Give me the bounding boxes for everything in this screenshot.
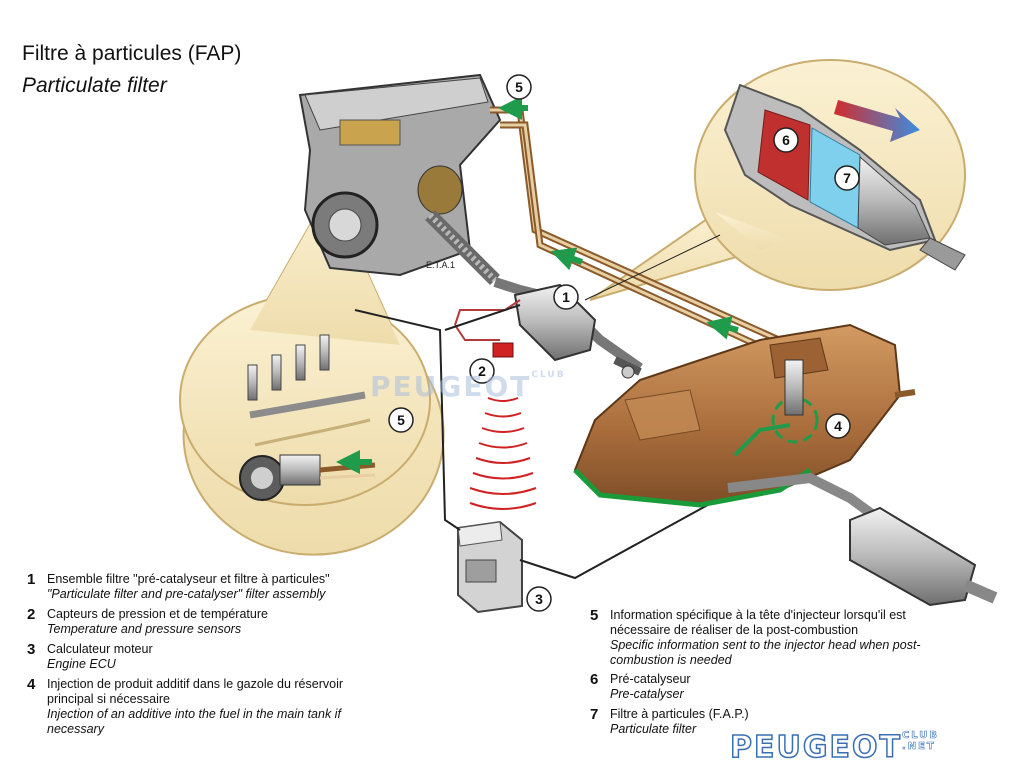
legend-text-fr: Filtre à particules (F.A.P.): [610, 707, 749, 721]
legend-item-1: 1 Ensemble filtre "pré-catalyseur et fil…: [27, 572, 407, 602]
legend-item-5: 5 Information spécifique à la tête d'inj…: [590, 608, 960, 668]
silencer-icon: [727, 472, 998, 607]
injector-detail-bubble: [179, 187, 445, 556]
watermark-club-net: CLUB.NET: [901, 730, 940, 753]
signal-waves-icon: [469, 397, 537, 510]
sensor-icon: [492, 342, 514, 358]
flow-arrow-icon: [550, 247, 583, 271]
filter-detail-bubble: [589, 59, 966, 301]
callout-1: 1: [553, 284, 579, 310]
injector-icon: [247, 334, 330, 401]
callout-5-engine: 5: [506, 74, 532, 100]
svg-text:3: 3: [535, 591, 543, 607]
legend-text-fr: Calculateur moteur: [47, 642, 153, 656]
watermark-text: PEUGEOT: [729, 729, 902, 766]
callout-3: 3: [526, 586, 552, 612]
legend-text-fr: Information spécifique à la tête d'injec…: [610, 608, 906, 637]
callout-7: 7: [834, 165, 860, 191]
legend-text-fr: Injection de produit additif dans le gaz…: [47, 677, 344, 706]
legend-number: 3: [27, 641, 36, 658]
svg-text:1: 1: [562, 289, 570, 305]
watermark-center: PEUGEOTCLUB: [370, 370, 566, 403]
legend-text-en: "Particulate filter and pre-catalyser" f…: [47, 587, 326, 601]
legend-text-fr: Ensemble filtre "pré-catalyseur et filtr…: [47, 572, 330, 586]
title-english: Particulate filter: [22, 74, 167, 97]
legend-item-4: 4 Injection de produit additif dans le g…: [27, 677, 392, 737]
legend-text-fr: Pré-catalyseur: [610, 672, 691, 686]
legend-text-en: Specific information sent to the injecto…: [610, 638, 921, 667]
svg-text:4: 4: [834, 418, 842, 434]
legend-number: 5: [590, 607, 599, 624]
legend-text-en: Injection of an additive into the fuel i…: [47, 707, 341, 736]
svg-text:5: 5: [397, 412, 405, 428]
legend-text-en: Pre-catalyser: [610, 687, 684, 701]
watermark-text: PEUGEOT: [370, 370, 532, 403]
watermark-logo: PEUGEOTCLUB.NET: [729, 729, 940, 766]
legend-number: 1: [27, 571, 36, 588]
svg-text:2: 2: [478, 363, 486, 379]
watermark-club: CLUB: [531, 370, 566, 380]
callout-leader-line: [584, 234, 721, 301]
additive-injection-icon: [733, 359, 819, 457]
legend-text-en: Engine ECU: [47, 657, 116, 671]
legend-number: 7: [590, 706, 599, 723]
callout-2: 2: [469, 358, 495, 384]
callout-6: 6: [773, 127, 799, 153]
svg-text:6: 6: [782, 132, 790, 148]
legend-number: 4: [27, 676, 36, 693]
legend-item-2: 2 Capteurs de pression et de température…: [27, 607, 407, 637]
legend-item-6: 6 Pré-catalyseur Pre-catalyser: [590, 672, 960, 702]
legend-item-3: 3 Calculateur moteur Engine ECU: [27, 642, 407, 672]
legend-number: 6: [590, 671, 599, 688]
fap-cutaway-icon: [723, 83, 966, 271]
engine-icon: [298, 73, 502, 285]
ecu-wire: [354, 304, 736, 580]
legend-item-7: 7 Filtre à particules (F.A.P.) Particula…: [590, 707, 960, 737]
title-french: Filtre à particules (FAP): [22, 42, 242, 65]
engine-ecu-icon: [457, 520, 523, 614]
engine-label: E.T.A.1: [426, 260, 455, 270]
callout-4: 4: [825, 413, 851, 439]
svg-text:5: 5: [515, 79, 523, 95]
flow-arrow-icon: [706, 316, 739, 340]
sensor-wire: [454, 299, 521, 341]
svg-text:7: 7: [843, 170, 851, 186]
legend-text-fr: Capteurs de pression et de température: [47, 607, 268, 621]
fuel-tank-icon: [573, 323, 916, 508]
legend-number: 2: [27, 606, 36, 623]
legend-text-en: Particulate filter: [610, 722, 697, 736]
legend-text-en: Temperature and pressure sensors: [47, 622, 242, 636]
exhaust-flow-arrow-icon: [834, 100, 920, 142]
callout-5-injectors: 5: [388, 407, 414, 433]
